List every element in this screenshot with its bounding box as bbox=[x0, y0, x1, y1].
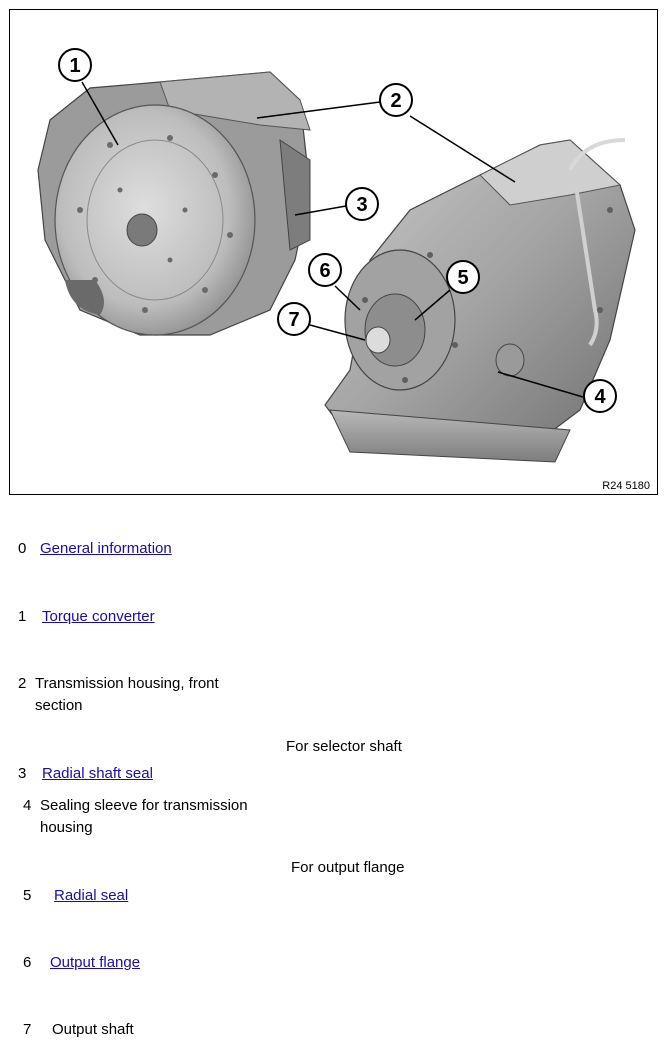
callout-7: 7 bbox=[277, 302, 311, 336]
callout-2-label: 2 bbox=[390, 90, 401, 112]
callout-2: 2 bbox=[379, 83, 413, 117]
callout-7-label: 7 bbox=[288, 309, 299, 331]
item-text: Transmission housing, front bbox=[35, 675, 219, 692]
torque-converter-shape bbox=[54, 104, 256, 336]
item-text-continued: housing bbox=[40, 819, 93, 836]
item-text: Output shaft bbox=[52, 1021, 134, 1038]
item-text: Sealing sleeve for transmission bbox=[40, 797, 248, 814]
transmission-illustration: 1 2 3 4 5 6 7 R24 5180 bbox=[9, 9, 658, 495]
oil-pan-shape bbox=[329, 409, 571, 463]
section-heading-output-flange: For output flange bbox=[291, 859, 405, 876]
item-number: 7 bbox=[23, 1021, 32, 1038]
callout-3: 3 bbox=[345, 187, 379, 221]
item-number: 1 bbox=[18, 608, 27, 625]
transmission-drawing: 1 2 3 4 5 6 7 bbox=[37, 48, 636, 463]
callout-6: 6 bbox=[308, 253, 342, 287]
callout-5-label: 5 bbox=[457, 267, 468, 289]
figure-reference-number: R24 5180 bbox=[602, 480, 650, 492]
item-number: 4 bbox=[23, 797, 32, 814]
link-general-information[interactable]: General information bbox=[40, 540, 172, 557]
callout-6-label: 6 bbox=[319, 260, 330, 282]
callout-4: 4 bbox=[583, 379, 617, 413]
callout-4-label: 4 bbox=[594, 386, 606, 408]
link-radial-shaft-seal[interactable]: Radial shaft seal bbox=[42, 765, 153, 782]
section-heading-selector-shaft: For selector shaft bbox=[286, 738, 402, 755]
item-number: 3 bbox=[18, 765, 27, 782]
bell-housing-assembly bbox=[37, 71, 311, 336]
transmission-housing-assembly bbox=[324, 138, 636, 463]
item-text-continued: section bbox=[35, 697, 83, 714]
item-number: 0 bbox=[18, 540, 27, 557]
link-radial-seal[interactable]: Radial seal bbox=[54, 887, 129, 904]
callout-5: 5 bbox=[446, 260, 480, 294]
callout-leaders bbox=[81, 81, 584, 398]
callout-1-label: 1 bbox=[69, 55, 80, 77]
item-number: 2 bbox=[18, 675, 27, 692]
item-number: 5 bbox=[23, 887, 32, 904]
callout-1: 1 bbox=[58, 48, 92, 82]
callout-3-label: 3 bbox=[356, 194, 367, 216]
link-torque-converter[interactable]: Torque converter bbox=[42, 608, 155, 625]
item-number: 6 bbox=[23, 954, 32, 971]
link-output-flange[interactable]: Output flange bbox=[50, 954, 141, 971]
